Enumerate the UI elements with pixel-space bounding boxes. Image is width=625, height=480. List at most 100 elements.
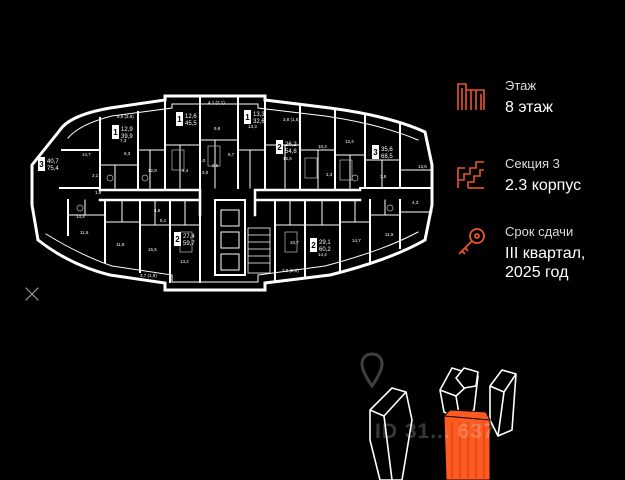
room-area-label: 14,7 xyxy=(352,238,361,243)
apartment-rooms: 1 xyxy=(113,128,118,137)
room-area-label: 4,4 xyxy=(182,168,189,173)
apartment-total-area: 45,5 xyxy=(185,121,197,127)
corridor-wall xyxy=(98,188,362,217)
room-area-label: 5,7 xyxy=(228,152,235,157)
compass-icon xyxy=(25,287,39,301)
outer-line xyxy=(45,231,419,283)
apartment-total-area: 60,2 xyxy=(319,247,331,253)
room-area-label: 3,9 (2,0) xyxy=(282,268,299,273)
staircase-icon xyxy=(457,161,484,189)
apartment-rooms-box xyxy=(372,145,379,159)
apartment-living-area: 40,7 xyxy=(47,159,59,165)
deadline-value: III квартал, 2025 год xyxy=(505,244,585,282)
floor-plan-icon xyxy=(457,83,485,110)
room-area-label: 2,6 xyxy=(212,163,219,168)
apartment-total-area: 75,4 xyxy=(47,166,59,172)
room-area-label: 6,3 xyxy=(124,151,131,156)
room-area-label: 11,9 xyxy=(385,232,394,237)
apartment-rooms: 2 xyxy=(175,235,180,244)
partitions-bottom xyxy=(67,199,401,283)
room-area-label: 10,4 xyxy=(318,144,327,149)
building-selected xyxy=(443,409,491,480)
apartment-rooms-box xyxy=(112,125,119,139)
room-area-label: 14,4 xyxy=(318,252,327,257)
apartment-living-area: 29,1 xyxy=(319,240,331,246)
deadline-value-line2: 2025 год xyxy=(505,264,569,281)
apartment-rooms: 3 xyxy=(373,148,378,157)
room-area-label: 14,7 xyxy=(82,152,91,157)
room-area-label: 4,3 xyxy=(412,200,419,205)
room-area-label: 1,9 xyxy=(95,190,102,195)
apartment-rooms: 2 xyxy=(311,241,316,250)
room-area-label: 3,8 xyxy=(380,174,387,179)
room-area-label: 10,7 xyxy=(290,240,299,245)
section-label: Секция 3 xyxy=(505,156,560,171)
apartment-living-area: 26,2 xyxy=(285,142,297,148)
room-area-label: 3,7 (1,9) xyxy=(140,273,157,278)
room-area-label: 5,0 xyxy=(199,158,206,163)
floor-value: 8 этаж xyxy=(505,99,553,116)
apartment-rooms: 2 xyxy=(277,143,282,152)
apartment-rooms-box xyxy=(176,112,183,126)
room-area-label: 12,8 xyxy=(148,168,157,173)
partitions-bottom-thin xyxy=(67,199,433,226)
building-left xyxy=(369,387,413,480)
section-value: 2.3 корпус xyxy=(505,177,582,194)
room-area-label: 12,4 xyxy=(345,139,354,144)
room-area-label: 8,5 (3,8) xyxy=(117,114,134,119)
room-area-label: 15,5 xyxy=(148,247,157,252)
room-area-label: 4,8 xyxy=(154,208,161,213)
room-area-label: 4,1 (2,1) xyxy=(208,100,225,105)
room-area-label: 5,1 xyxy=(160,218,167,223)
room-area-label: 11,6 xyxy=(80,230,89,235)
apartment-rooms: 3 xyxy=(39,160,44,169)
apartment-total-area: 59,7 xyxy=(183,241,195,247)
watermark-text: ID 31... 637 xyxy=(375,420,496,443)
location-pin-icon xyxy=(360,352,384,388)
room-labels: 8,5 (3,8)4,1 (2,1)3,8 (1,5)14,77,36,312,… xyxy=(76,100,427,278)
room-area-label: 13,6 xyxy=(418,164,427,169)
room-area-label: 13,2 xyxy=(180,259,189,264)
apartment-living-area: 35,6 xyxy=(381,147,393,153)
apartment-rooms-box xyxy=(38,157,45,171)
room-area-label: 3,8 (1,5) xyxy=(283,117,300,122)
apartment-living-area: 27,4 xyxy=(183,234,195,240)
room-area-label: 14,4 xyxy=(76,214,85,219)
room-area-label: 15,6 xyxy=(283,156,292,161)
apartment-rooms-box xyxy=(174,232,181,246)
partitions-top xyxy=(61,95,401,189)
building-small xyxy=(455,367,479,389)
staircase xyxy=(247,227,271,274)
key-icon xyxy=(458,228,485,255)
apartment-total-area: 68,5 xyxy=(381,154,393,160)
apartment-living-area: 13,3 xyxy=(253,112,265,118)
apartment-rooms-box xyxy=(276,140,283,154)
apartment-rooms: 1 xyxy=(177,115,182,124)
room-area-label: 3,0 xyxy=(202,170,209,175)
outer-wall xyxy=(30,94,434,292)
elevator-core xyxy=(214,199,246,276)
deadline-value-line1: III квартал, xyxy=(505,245,586,262)
room-area-label: 2,1 xyxy=(92,173,99,178)
elevator-shaft xyxy=(220,231,240,249)
floor-label: Этаж xyxy=(505,78,537,93)
apartment-rooms: 1 xyxy=(245,113,250,122)
buildings-minimap[interactable] xyxy=(340,340,540,480)
elevator-shaft xyxy=(220,209,240,227)
outer-line xyxy=(67,103,419,141)
room-area-label: 13,3 xyxy=(248,124,257,129)
room-area-label: 11,9 xyxy=(116,242,125,247)
apartment-living-area: 12,9 xyxy=(121,127,133,133)
deadline-label: Срок сдачи xyxy=(505,224,574,239)
elevator-shaft xyxy=(220,253,240,271)
